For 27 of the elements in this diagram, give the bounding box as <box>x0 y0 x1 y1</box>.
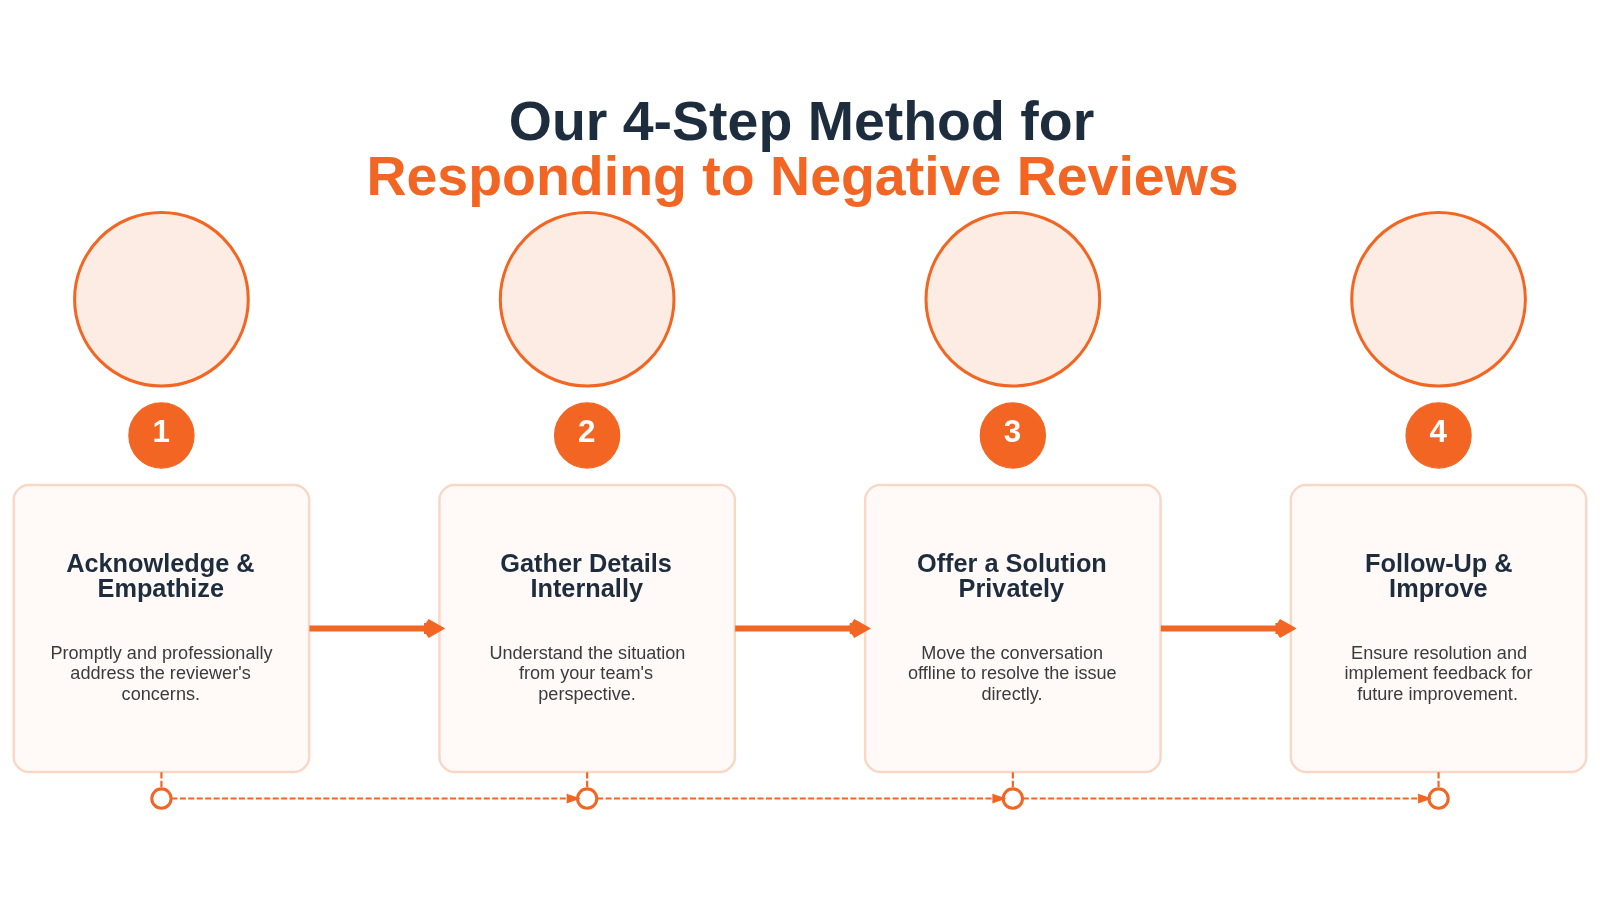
arrow <box>1160 618 1294 639</box>
node-circle <box>150 787 173 810</box>
node-box: Follow-Up & Improve Ensure resolution and implement feedback for future improvement. <box>1289 483 1588 774</box>
arrow <box>171 793 581 804</box>
node-box: Acknowledge & Empathize Promptly and professionally address the reviewer's concerns. <box>12 483 311 774</box>
arrow <box>309 618 443 639</box>
connector <box>586 772 589 789</box>
node-circle <box>924 210 1102 388</box>
node-circle <box>73 210 250 388</box>
node-circle <box>1350 210 1527 388</box>
node-circle: 4 <box>1405 402 1472 469</box>
node-circle <box>1427 787 1450 810</box>
connector <box>160 772 163 789</box>
arrow <box>597 793 1007 804</box>
arrow <box>735 618 869 639</box>
node-circle <box>1001 787 1024 810</box>
connector <box>1437 772 1440 789</box>
node-circle <box>576 787 599 810</box>
arrow <box>1022 793 1433 804</box>
node-circle: 3 <box>979 402 1047 469</box>
diagram-title: Our 4-Step Method for Responding to Negative Reviews <box>366 89 1239 208</box>
node-circle: 1 <box>128 402 195 469</box>
node-box: Offer a Solution Privately Move the conversation offline to resolve the issue directly. <box>863 483 1162 774</box>
node-box: Gather Details Internally Understand the situation from your team's perspective. <box>438 483 737 774</box>
node-circle: 2 <box>553 402 621 469</box>
connector <box>1011 772 1014 789</box>
node-circle <box>498 210 676 388</box>
